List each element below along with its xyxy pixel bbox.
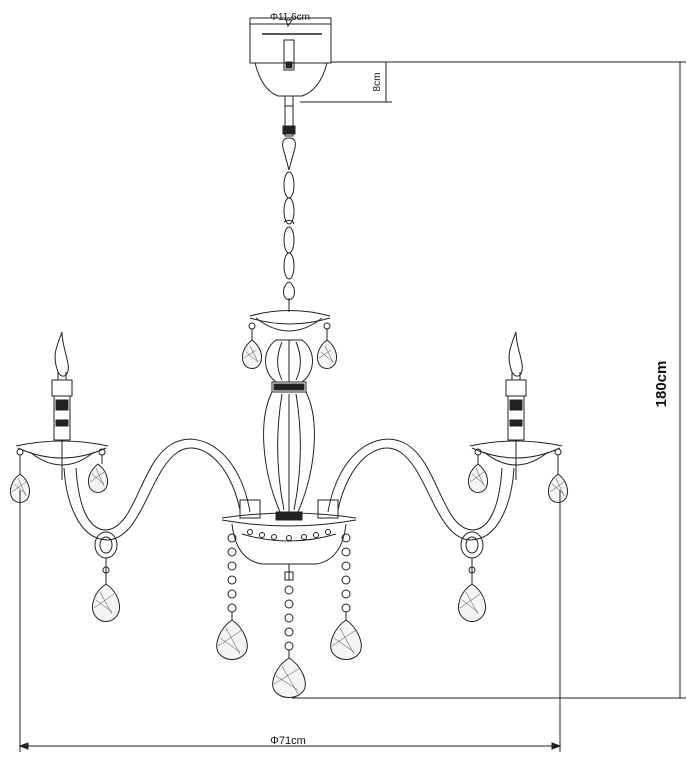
total-height-label: 180cm [653, 361, 670, 408]
canopy-height-dimension: 8cm [300, 61, 392, 103]
top-crystal-left [241, 339, 263, 369]
total-height-dimension: 180cm [292, 61, 686, 699]
ceiling-canopy [249, 17, 332, 107]
right-candle [505, 331, 527, 441]
central-column [263, 339, 315, 513]
top-crystal-right [316, 339, 338, 369]
top-bobeche [248, 310, 331, 340]
right-bobeche-crystal-inner [467, 463, 489, 493]
canopy-diameter-label: Φ11.6cm [270, 12, 310, 23]
canopy-diameter-dimension: Φ11.6cm [249, 12, 332, 28]
strand-right [330, 533, 362, 660]
rod-and-chain [282, 105, 296, 312]
left-bobeche-crystal-inner [87, 463, 109, 493]
strand-left [216, 533, 248, 660]
overall-diameter-label: Φ71cm [270, 735, 306, 747]
left-arm [63, 438, 251, 622]
canopy-height-label: 8cm [372, 73, 383, 92]
right-bobeche [469, 440, 563, 480]
bowl-beads [247, 529, 331, 541]
left-bobeche [15, 440, 109, 480]
strand-center [272, 585, 306, 698]
left-candle [51, 331, 73, 441]
overall-diameter-dimension: Φ71cm [18, 490, 562, 752]
right-arm [327, 438, 515, 622]
right-bobeche-crystal-outer [547, 473, 569, 503]
